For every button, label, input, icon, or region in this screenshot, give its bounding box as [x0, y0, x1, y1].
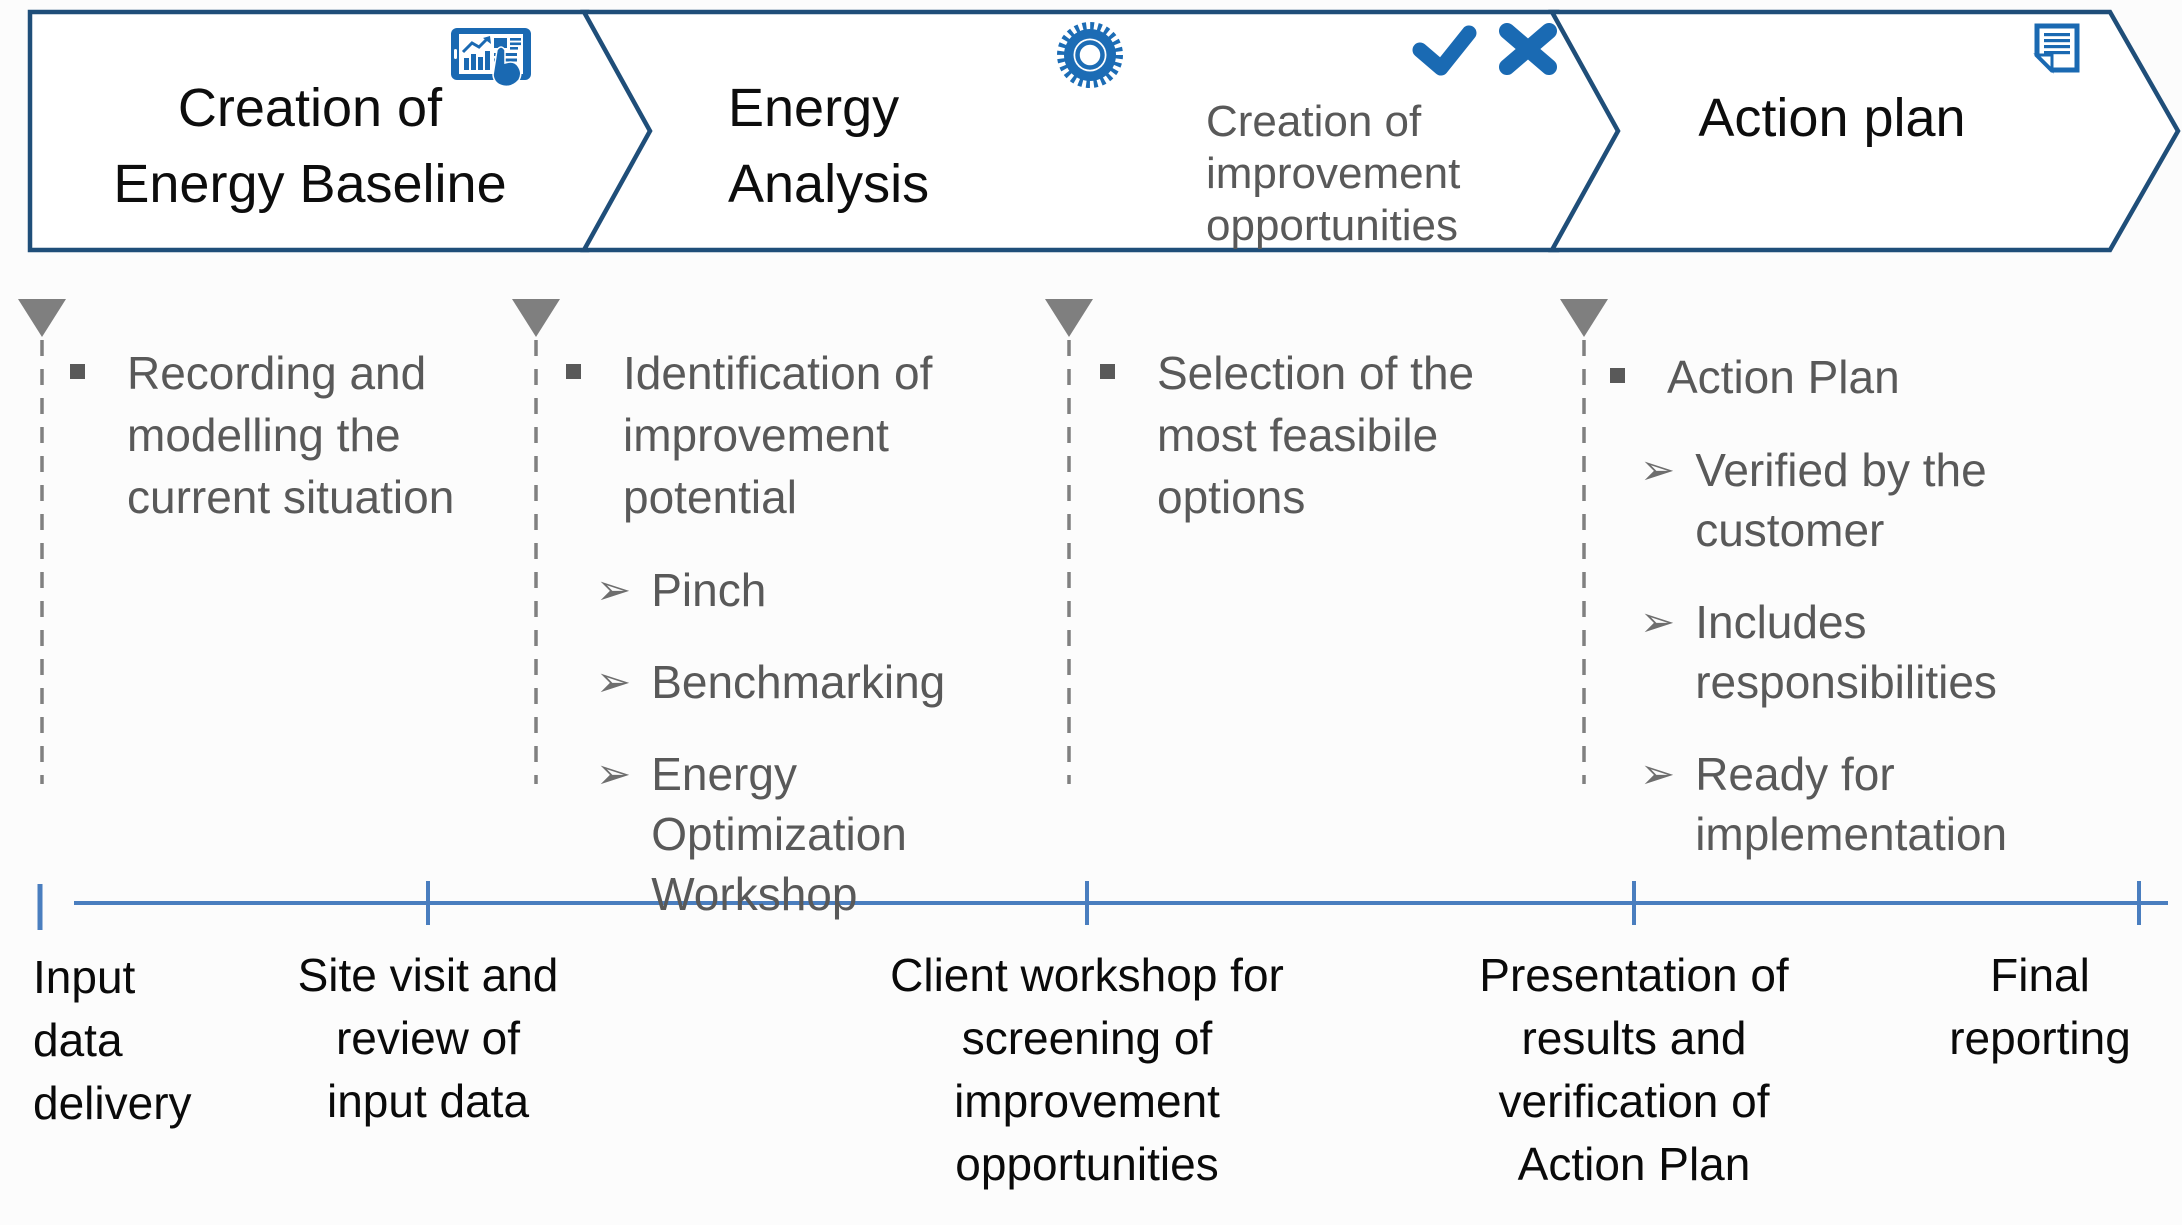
- pointer-triangle-4: [1560, 299, 1608, 337]
- bullet-item: Selection of the most feasibile options: [1092, 342, 1532, 528]
- bullet-item: Action Plan: [1602, 346, 2112, 408]
- square-bullet-marker: [566, 364, 581, 379]
- sub-bullet-text: Verified by the customer: [1695, 444, 1987, 556]
- stage-title-action-plan: Action plan: [1698, 88, 1966, 148]
- sub-bullet-list: ➢ Verified by the customer ➢ Includes re…: [1640, 440, 2112, 864]
- cross-icon: [1499, 23, 1557, 75]
- timeline-label-presentation-of-results: Presentation of results and verification…: [1479, 949, 1789, 1190]
- bullet-text: Recording and modelling the current situ…: [127, 347, 455, 523]
- activity-column-3: Selection of the most feasibile options: [1092, 342, 1532, 528]
- square-bullet-marker: [1610, 368, 1625, 383]
- sub-bullet-item: ➢ Ready for implementation: [1640, 744, 2112, 864]
- timeline-axis: [37, 881, 2168, 930]
- pointer-triangle-2: [512, 299, 560, 337]
- timeline-label-final-reporting: Final reporting: [1949, 949, 2131, 1064]
- arrowhead-bullet-icon: ➢: [596, 658, 632, 705]
- pointer-triangle-1: [18, 299, 66, 337]
- arrowhead-bullet-icon: ➢: [1640, 750, 1676, 797]
- tablet-analytics-icon: [451, 28, 531, 88]
- sub-bullet-text: Includes responsibilities: [1695, 596, 1997, 708]
- bullet-text: Identification of improvement potential: [623, 347, 933, 523]
- bullet-text: Action Plan: [1667, 351, 1900, 403]
- stage-title-creation-of-improvement-opportunities: Creation of improvement opportunities: [1206, 97, 1461, 250]
- sub-bullet-item: ➢ Energy Optimization Workshop: [596, 744, 1028, 924]
- sub-bullet-text: Energy Optimization Workshop: [651, 748, 907, 920]
- bullet-item: Identification of improvement potential: [558, 342, 1028, 528]
- pointer-triangle-3: [1045, 299, 1093, 337]
- stage-shape-action-plan: [1548, 9, 2181, 253]
- activity-column-4: Action Plan ➢ Verified by the customer ➢…: [1602, 346, 2112, 864]
- sub-bullet-item: ➢ Pinch: [596, 560, 1028, 620]
- gear-icon: [1057, 22, 1123, 88]
- sub-bullet-text: Pinch: [651, 564, 767, 616]
- stage-pointers: [18, 299, 1608, 784]
- activity-column-1: Recording and modelling the current situ…: [62, 342, 492, 528]
- sub-bullet-text: Benchmarking: [651, 656, 946, 708]
- activity-column-2: Identification of improvement potential …: [558, 342, 1028, 924]
- arrowhead-bullet-icon: ➢: [596, 566, 632, 613]
- stage-title-energy-analysis: Energy Analysis: [728, 78, 930, 214]
- timeline-label-site-visit: Site visit and review of input data: [297, 949, 559, 1127]
- sub-bullet-item: ➢ Includes responsibilities: [1640, 592, 2112, 712]
- arrowhead-bullet-icon: ➢: [596, 750, 632, 797]
- timeline-label-client-workshop: Client workshop for screening of improve…: [890, 949, 1284, 1190]
- bullet-text: Selection of the most feasibile options: [1157, 347, 1475, 523]
- bullet-item: Recording and modelling the current situ…: [62, 342, 492, 528]
- document-icon: [2033, 23, 2080, 74]
- sub-bullet-list: ➢ Pinch ➢ Benchmarking ➢ Energy Optimiza…: [596, 560, 1028, 924]
- timeline-label-input-data-delivery: Input data delivery: [33, 951, 192, 1129]
- sub-bullet-item: ➢ Verified by the customer: [1640, 440, 2112, 560]
- arrowhead-bullet-icon: ➢: [1640, 598, 1676, 645]
- square-bullet-marker: [1100, 364, 1115, 379]
- sub-bullet-text: Ready for implementation: [1695, 748, 2008, 860]
- sub-bullet-item: ➢ Benchmarking: [596, 652, 1028, 712]
- arrowhead-bullet-icon: ➢: [1640, 446, 1676, 493]
- check-icon: [1412, 25, 1477, 76]
- square-bullet-marker: [70, 364, 85, 379]
- stage-title-creation-of-energy-baseline: Creation of Energy Baseline: [113, 78, 507, 214]
